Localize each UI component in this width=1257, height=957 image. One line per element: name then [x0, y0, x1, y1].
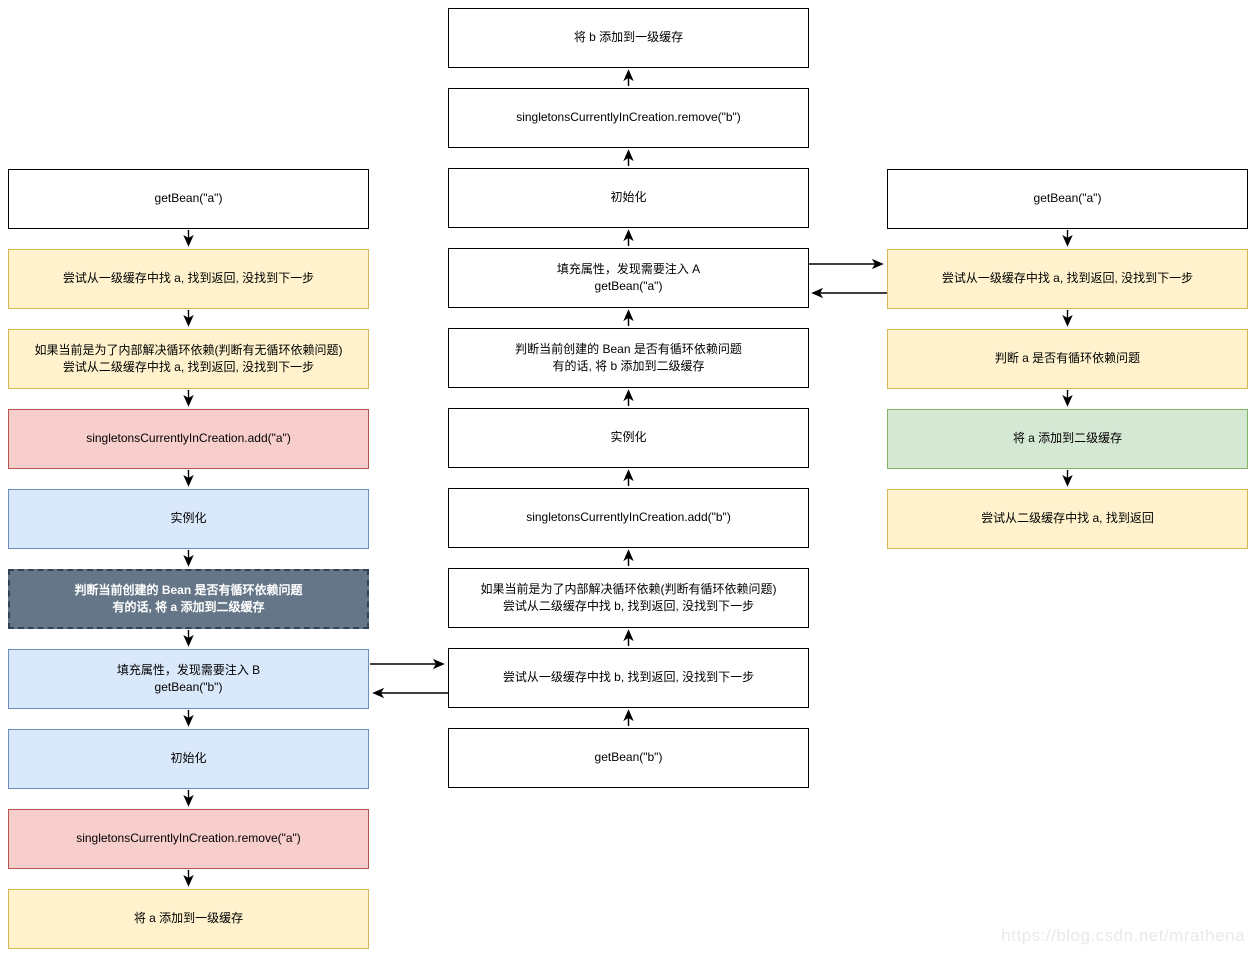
node-try-level1-cache-a: 尝试从一级缓存中找 a, 找到返回, 没找到下一步 [8, 249, 369, 309]
node-try-level1-cache-a-again: 尝试从一级缓存中找 a, 找到返回, 没找到下一步 [887, 249, 1248, 309]
node-try-level2-cache-b: 如果当前是为了内部解决循环依赖(判断有循环依赖问题) 尝试从二级缓存中找 b, … [448, 568, 809, 628]
node-initialize-a: 初始化 [8, 729, 369, 789]
node-instantiate-b: 实例化 [448, 408, 809, 468]
node-creation-remove-b: singletonsCurrentlyInCreation.remove("b"… [448, 88, 809, 148]
node-initialize-b: 初始化 [448, 168, 809, 228]
node-add-a-level2-cache: 将 a 添加到二级缓存 [887, 409, 1248, 469]
node-creation-add-b: singletonsCurrentlyInCreation.add("b") [448, 488, 809, 548]
node-creation-add-a: singletonsCurrentlyInCreation.add("a") [8, 409, 369, 469]
node-instantiate-a: 实例化 [8, 489, 369, 549]
node-getbean-b: getBean("b") [448, 728, 809, 788]
node-add-a-level1-cache: 将 a 添加到一级缓存 [8, 889, 369, 949]
node-add-b-level1-cache: 将 b 添加到一级缓存 [448, 8, 809, 68]
node-check-a-circular-dep: 判断 a 是否有循环依赖问题 [887, 329, 1248, 389]
node-populate-props-inject-a: 填充属性，发现需要注入 A getBean("a") [448, 248, 809, 308]
node-getbean-a-right: getBean("a") [887, 169, 1248, 229]
node-check-circular-dep-b: 判断当前创建的 Bean 是否有循环依赖问题 有的话, 将 b 添加到二级缓存 [448, 328, 809, 388]
node-try-level1-cache-b: 尝试从一级缓存中找 b, 找到返回, 没找到下一步 [448, 648, 809, 708]
node-try-level2-cache-a-found: 尝试从二级缓存中找 a, 找到返回 [887, 489, 1248, 549]
node-populate-props-inject-b: 填充属性，发现需要注入 B getBean("b") [8, 649, 369, 709]
node-try-level2-cache-a: 如果当前是为了内部解决循环依赖(判断有无循环依赖问题) 尝试从二级缓存中找 a,… [8, 329, 369, 389]
node-creation-remove-a: singletonsCurrentlyInCreation.remove("a"… [8, 809, 369, 869]
node-getbean-a-left: getBean("a") [8, 169, 369, 229]
node-check-circular-dep-a: 判断当前创建的 Bean 是否有循环依赖问题 有的话, 将 a 添加到二级缓存 [8, 569, 369, 629]
csdn-watermark: https://blog.csdn.net/mrathena [1001, 926, 1245, 945]
